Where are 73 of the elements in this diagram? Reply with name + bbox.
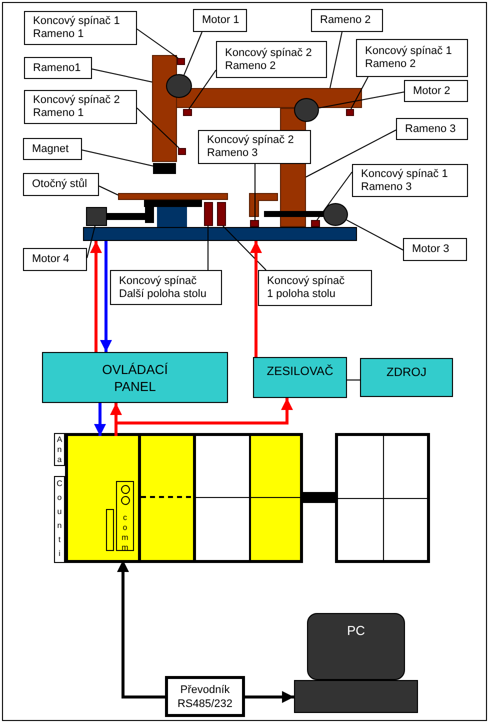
- amplifier-block: ZESILOVAČ: [253, 357, 347, 398]
- callout-box: Koncový spínač 1 Rameno 2: [356, 39, 468, 77]
- limit-switch: [178, 148, 186, 155]
- bus-bar: [303, 492, 335, 503]
- io-module: [251, 497, 300, 560]
- port-label: comm: [120, 513, 130, 553]
- callout-box: Koncový spínač 2 Rameno 3: [198, 130, 311, 164]
- slot-label: Counti: [54, 476, 65, 563]
- callout-box: Rameno 2: [311, 9, 383, 32]
- arrow: [110, 403, 122, 423]
- limit-switch: [204, 202, 213, 226]
- magnet-block: [153, 163, 176, 174]
- callout-box: Magnet: [23, 138, 82, 160]
- leader-line: [306, 130, 396, 178]
- arrow: [90, 241, 102, 352]
- leader-line: [86, 226, 96, 258]
- callout-box: Koncový spínač 2 Rameno 2: [216, 41, 327, 78]
- io-module: [141, 436, 196, 560]
- pc-monitor: PC: [307, 613, 405, 680]
- leader-line: [98, 186, 118, 196]
- leader-line: [318, 92, 404, 109]
- arrow: [117, 560, 165, 698]
- leader-line: [82, 150, 154, 166]
- leader-line: [254, 164, 256, 220]
- limit-switch: [177, 58, 185, 65]
- limit-switch: [217, 202, 226, 226]
- leader-line: [92, 68, 152, 82]
- turntable-plate: [118, 193, 228, 200]
- callout-box: Koncový spínač Další poloha stolu: [110, 270, 222, 305]
- leader-line: [346, 220, 404, 250]
- plc-rack: [65, 433, 303, 563]
- callout-box: Otočný stůl: [23, 173, 99, 196]
- callout-box: Motor 3: [403, 238, 467, 261]
- robot-arm-segment: [152, 55, 177, 162]
- leader-line: [350, 76, 368, 110]
- slot-label: Ana: [54, 433, 65, 466]
- callout-box: Koncový spínač 1 poloha stolu: [258, 270, 372, 306]
- leader-line: [184, 32, 202, 76]
- callout-box: Motor 1: [193, 9, 247, 32]
- motor: [86, 207, 107, 226]
- leader-line: [330, 32, 342, 88]
- callout-box: Koncový spínač 1 Rameno 1: [24, 11, 137, 45]
- cpu-module: [68, 436, 141, 560]
- robot-arm-segment: [176, 88, 362, 108]
- converter-box: Převodník RS485/232: [165, 676, 245, 717]
- leader-line: [316, 172, 352, 220]
- leader-line: [136, 108, 180, 148]
- control-panel-block: OVLÁDACÍ PANEL: [42, 352, 228, 403]
- arrow: [100, 241, 112, 352]
- callout-box: Koncový spínač 1 Rameno 3: [352, 164, 468, 197]
- callout-box: Koncový spínač 2 Rameno 1: [24, 90, 137, 124]
- arrow: [116, 398, 293, 424]
- callout-box: Motor 4: [23, 248, 87, 271]
- leader-line: [136, 28, 178, 58]
- extension-rack: [335, 433, 430, 563]
- comm-port: [116, 481, 134, 551]
- callout-box: Motor 2: [404, 80, 468, 102]
- pc-base: [294, 680, 418, 713]
- arrow: [94, 403, 106, 436]
- power-supply-block: ZDROJ: [360, 358, 453, 397]
- limit-switch: [250, 220, 259, 227]
- callout-box: Rameno1: [24, 57, 92, 79]
- base-plate: [83, 227, 357, 241]
- leader-line: [222, 226, 266, 270]
- arrow: [245, 691, 294, 703]
- empty-slot: [196, 436, 251, 560]
- limit-switch: [311, 220, 320, 227]
- io-module: [251, 436, 300, 497]
- limit-switch: [346, 109, 354, 116]
- callout-box: Rameno 3: [396, 118, 468, 140]
- motor: [323, 203, 348, 226]
- arrow: [250, 241, 262, 357]
- limit-switch: [183, 109, 192, 116]
